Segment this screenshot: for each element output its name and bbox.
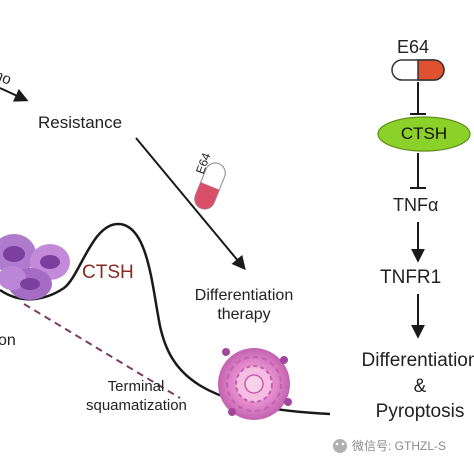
- pathway-outcome-line-0: Differentiation: [361, 350, 474, 371]
- ctsh-ellipse: [377, 116, 471, 152]
- therapy-arrow: [135, 137, 246, 271]
- differentiation-therapy-label: Differentiation therapy: [194, 287, 294, 324]
- e64-pill-icon: [194, 162, 226, 210]
- ion-fragment-label: on: [0, 332, 16, 349]
- cell-cluster-icon: [0, 234, 70, 300]
- pathway-e64-label: E64: [397, 37, 430, 57]
- pathway-outcome-label: Differentiation & Pyroptosis: [350, 348, 474, 425]
- pathway-outcome-line-2: Pyroptosis: [375, 401, 465, 423]
- squamous-pearl-icon: [218, 348, 292, 420]
- wechat-icon: [333, 439, 347, 453]
- e64-capsule-icon: [391, 59, 445, 81]
- chemo-arrow: [0, 87, 29, 102]
- watermark-text: 微信号: GTHZL-S: [352, 439, 447, 453]
- resistance-label: Resistance: [38, 113, 123, 132]
- pathway-outcome-line-1: &: [413, 375, 427, 397]
- pathway-tnfa-label: TNFα: [393, 195, 439, 215]
- landscape-curve: [0, 222, 331, 416]
- pathway-ctsh-label: CTSH: [400, 124, 448, 143]
- pathway-tnfr1-label: TNFR1: [380, 267, 442, 288]
- ctsh-left-label: CTSH: [82, 262, 134, 283]
- terminal-squamatization-label: Terminal squamatization: [86, 378, 187, 414]
- dashed-path: [23, 303, 181, 399]
